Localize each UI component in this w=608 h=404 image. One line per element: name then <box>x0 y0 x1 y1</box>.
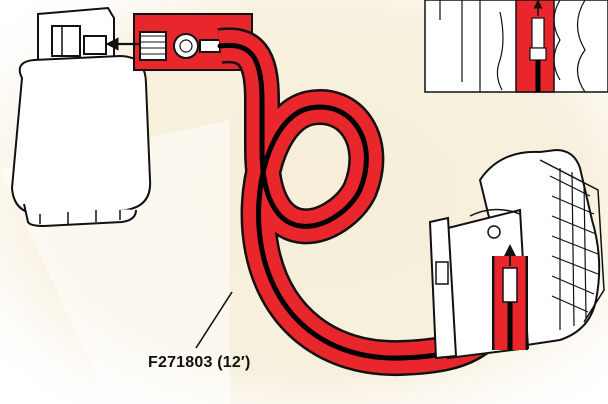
part-number-label: F271803 (12′) <box>148 354 251 371</box>
propane-tank-icon <box>10 6 152 228</box>
heater-fitting <box>502 267 518 303</box>
leader-line <box>195 291 233 349</box>
inset-detail-box <box>424 0 608 93</box>
hose-core-line <box>217 42 513 361</box>
inset-hose-highlight <box>515 0 555 93</box>
